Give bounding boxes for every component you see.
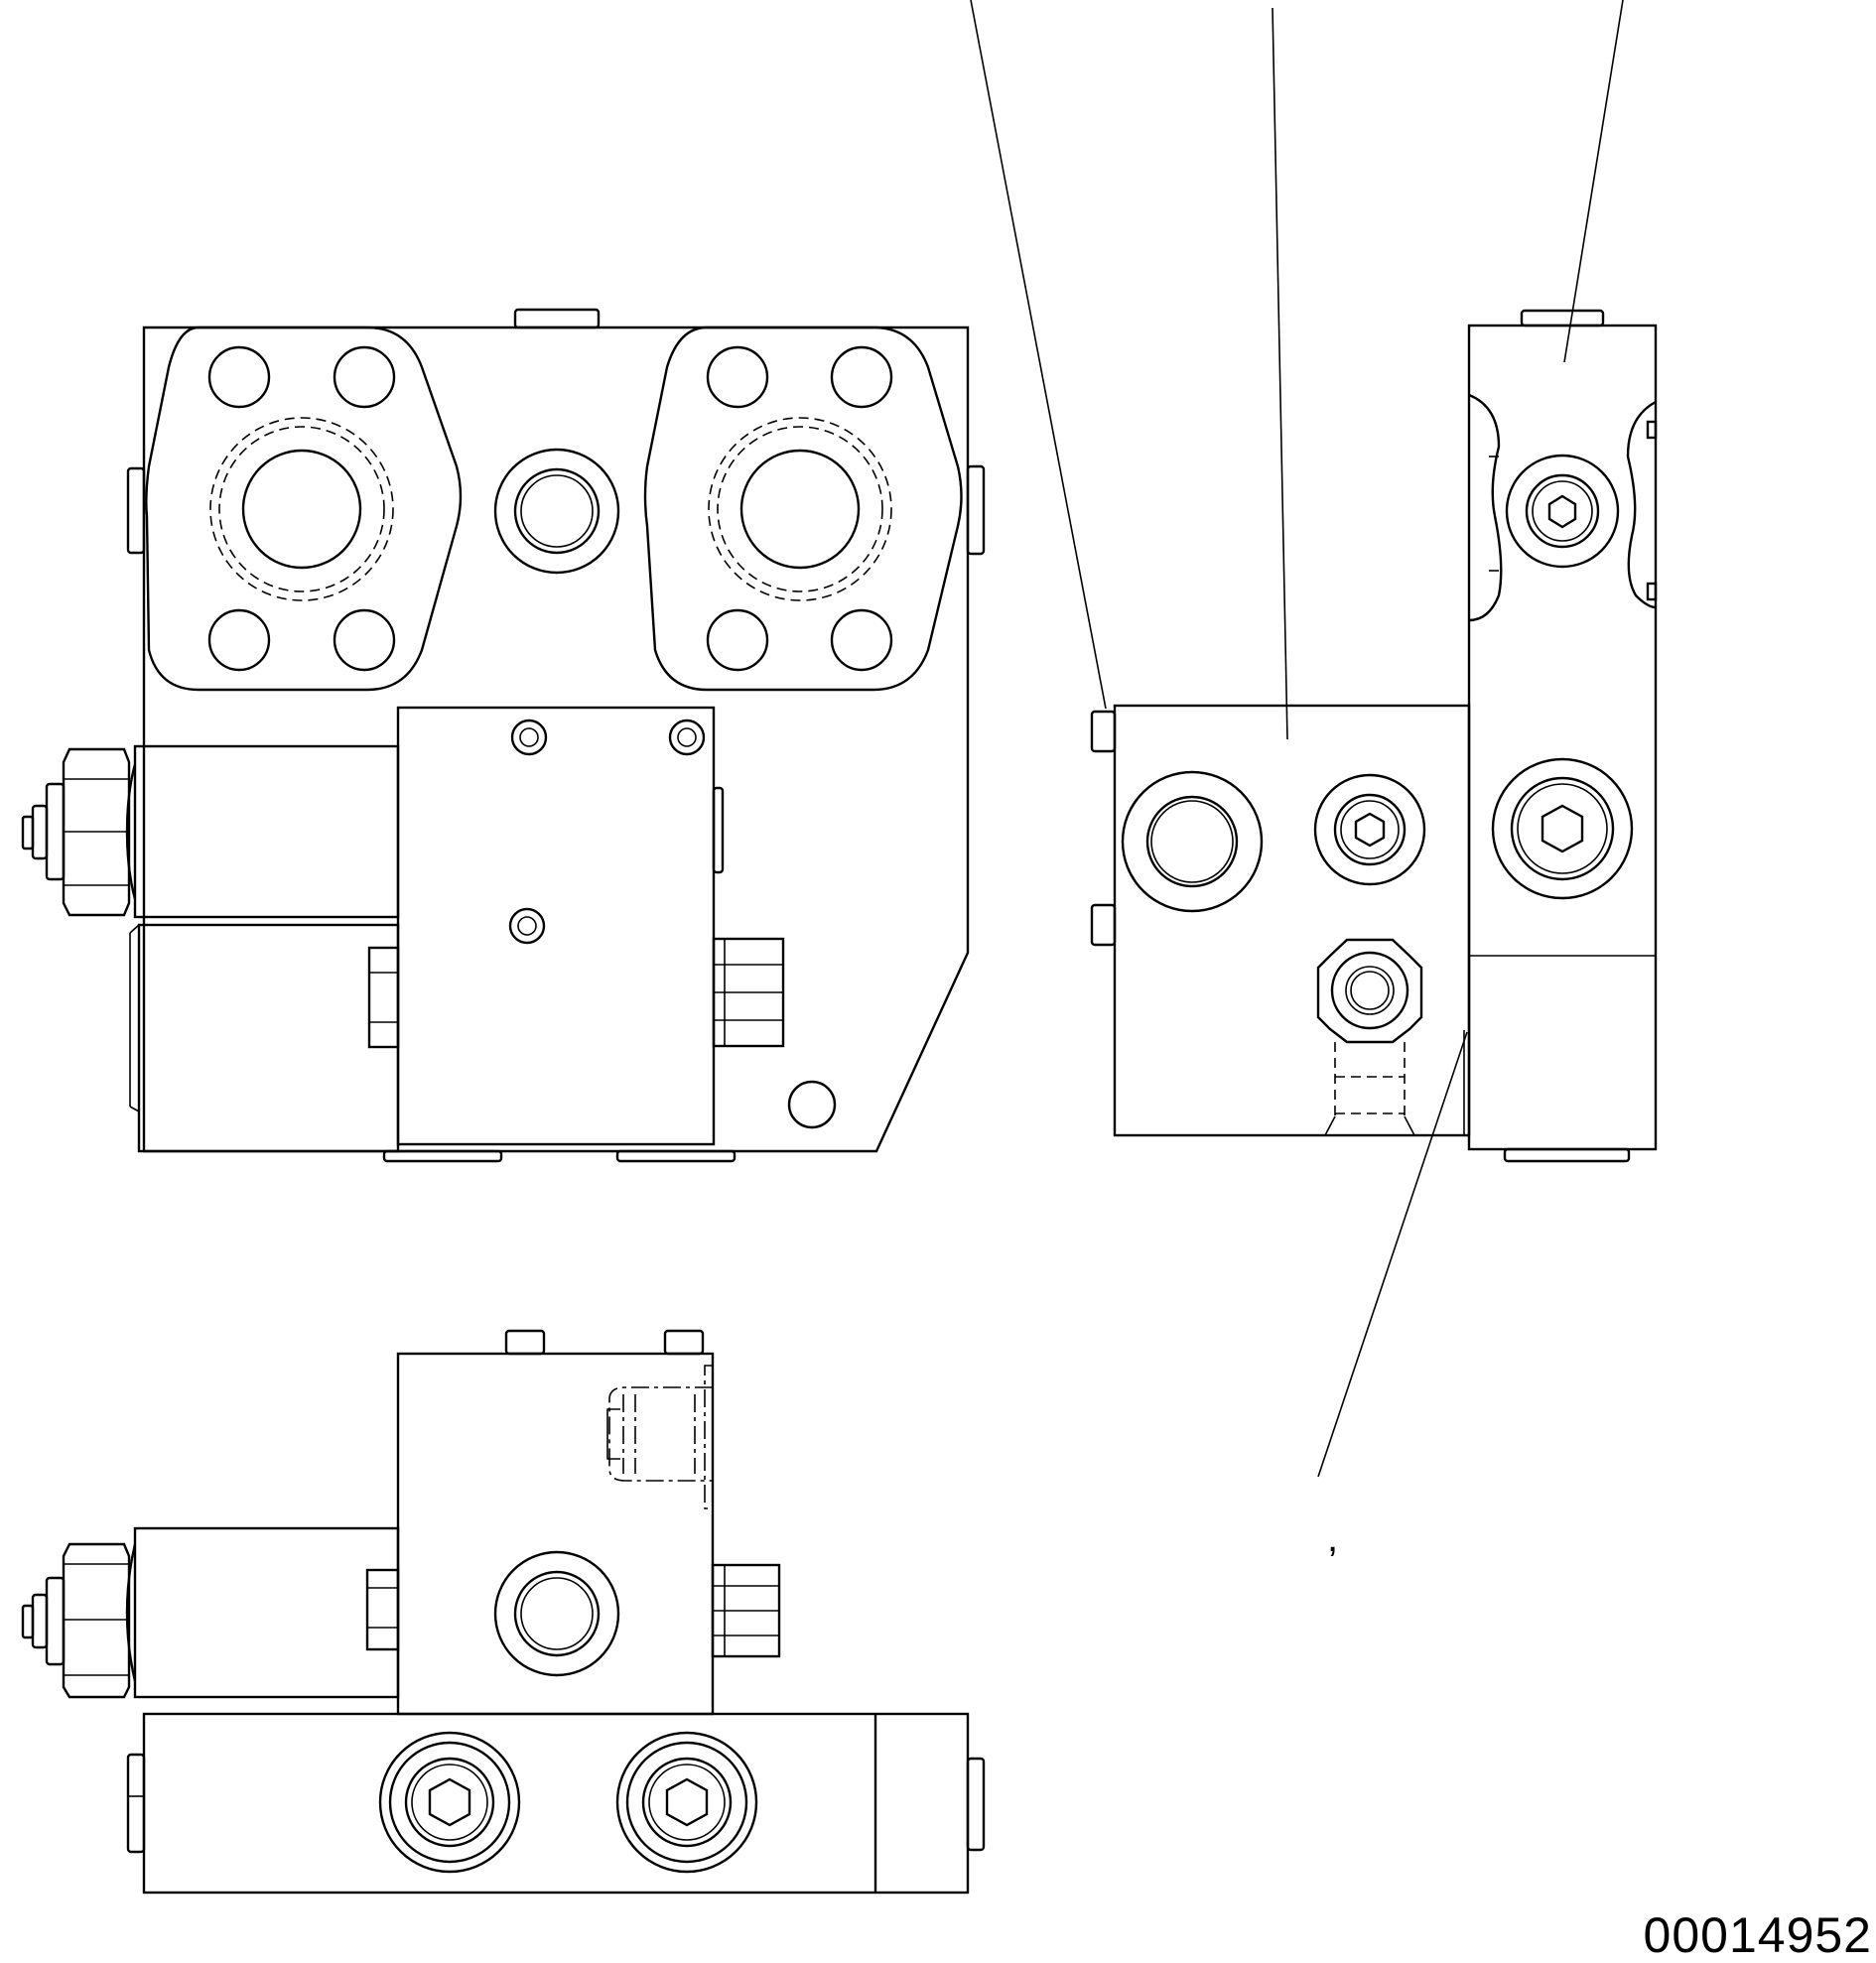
front-view-body <box>142 326 970 1153</box>
drawing-number: 00014952 <box>1643 1907 1872 1963</box>
front-view-bottom-boss-1 <box>382 1149 503 1163</box>
side-view <box>1090 309 1658 1163</box>
hex-plug-icon <box>1313 773 1426 886</box>
center-plug <box>493 448 620 575</box>
front-valve-block <box>396 706 716 1146</box>
front-view-bottom-boss-2 <box>615 1149 737 1163</box>
hex-plug-icon <box>1491 757 1634 900</box>
callout-mark: , <box>1327 1516 1339 1560</box>
leader-lines <box>970 0 1624 1478</box>
front-solenoid <box>21 744 400 919</box>
front-view-top-boss <box>513 308 601 329</box>
hex-socket-screw-icon <box>510 719 548 756</box>
hex-socket-screw-icon <box>668 719 706 756</box>
hex-plug-icon <box>615 1731 758 1874</box>
hex-plug-icon <box>378 1731 521 1874</box>
front-view <box>21 308 986 1163</box>
front-view-right-boss <box>966 464 986 556</box>
top-solenoid <box>21 1526 400 1699</box>
top-view-base-block <box>142 1712 970 1895</box>
hex-plug-icon <box>1505 454 1620 569</box>
hex-socket-screw-icon <box>508 907 546 945</box>
top-view-valve-block <box>396 1352 715 1716</box>
top-view <box>21 1329 986 1895</box>
left-flange <box>145 326 463 692</box>
front-view-left-boss <box>126 466 146 555</box>
side-view-valve-block <box>1113 704 1471 1137</box>
right-flange <box>643 326 963 692</box>
hex-fitting <box>1316 938 1423 1044</box>
